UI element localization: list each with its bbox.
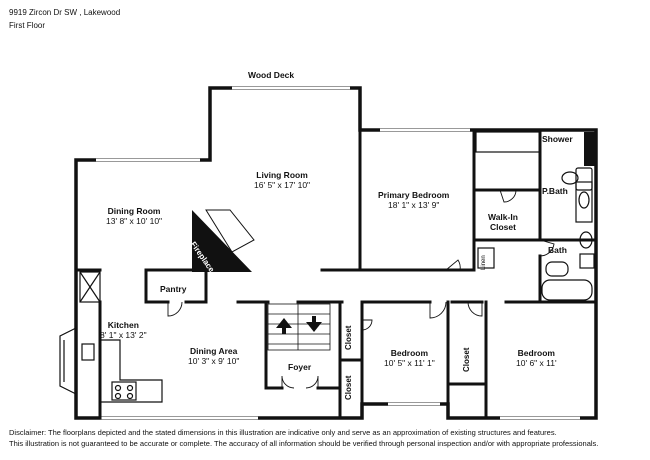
kitchen-dims: 8' 1" x 13' 2"	[100, 330, 147, 340]
fireplace-shape	[192, 210, 252, 272]
kitchen-label: Kitchen 8' 1" x 13' 2"	[100, 320, 147, 340]
dining-area-dims: 10' 3" x 9' 10"	[188, 356, 240, 366]
bedroom-2-name: Bedroom	[517, 348, 555, 358]
walk-in-closet-label: Walk-In Closet	[488, 212, 518, 232]
bedroom-2-label: Bedroom 10' 6" x 11'	[516, 348, 557, 368]
walk-in-line2: Closet	[489, 222, 516, 232]
dining-area-label: Dining Area 10' 3" x 9' 10"	[188, 346, 239, 366]
disclaimer-line-1: Disclaimer: The floorplans depicted and …	[9, 428, 557, 437]
disclaimer-line-2: This illustration is not guaranteed to b…	[9, 439, 599, 448]
address: 9919 Zircon Dr SW , Lakewood	[9, 8, 121, 17]
primary-bedroom-label: Primary Bedroom 18' 1" x 13' 9"	[378, 190, 449, 210]
living-room-dims: 16' 5" x 17' 10"	[254, 180, 311, 190]
dining-room-label: Dining Room 13' 8" x 10' 10"	[106, 206, 162, 226]
pantry-label: Pantry	[160, 284, 187, 294]
exterior-wall	[74, 86, 598, 420]
primary-bedroom-dims: 18' 1" x 13' 9"	[388, 200, 440, 210]
closet-a-label: Closet	[344, 325, 353, 350]
closet-c-label: Closet	[462, 347, 471, 372]
living-room-name: Living Room	[256, 170, 308, 180]
kitchen-name: Kitchen	[107, 320, 139, 330]
p-bath-label: P.Bath	[542, 186, 568, 196]
bedroom-1-label: Bedroom 10' 5" x 11' 1"	[384, 348, 435, 368]
living-room-label: Living Room 16' 5" x 17' 10"	[254, 170, 310, 190]
bath-label: Bath	[548, 245, 567, 255]
dining-area-name: Dining Area	[189, 346, 238, 356]
shower-label: Shower	[542, 134, 573, 144]
deck-label: Wood Deck	[248, 70, 295, 80]
bedroom-1-name: Bedroom	[390, 348, 429, 358]
floor-label: First Floor	[9, 21, 45, 30]
linen-label: Linen	[481, 255, 487, 270]
bedroom-1-dims: 10' 5" x 11' 1"	[384, 358, 435, 368]
closet-b-label: Closet	[344, 375, 353, 400]
walk-in-line1: Walk-In	[488, 212, 518, 222]
dining-room-name: Dining Room	[107, 206, 161, 216]
foyer-label: Foyer	[288, 362, 312, 372]
primary-bedroom-name: Primary Bedroom	[378, 190, 450, 200]
bedroom-2-dims: 10' 6" x 11'	[516, 358, 557, 368]
dining-room-dims: 13' 8" x 10' 10"	[106, 216, 163, 226]
